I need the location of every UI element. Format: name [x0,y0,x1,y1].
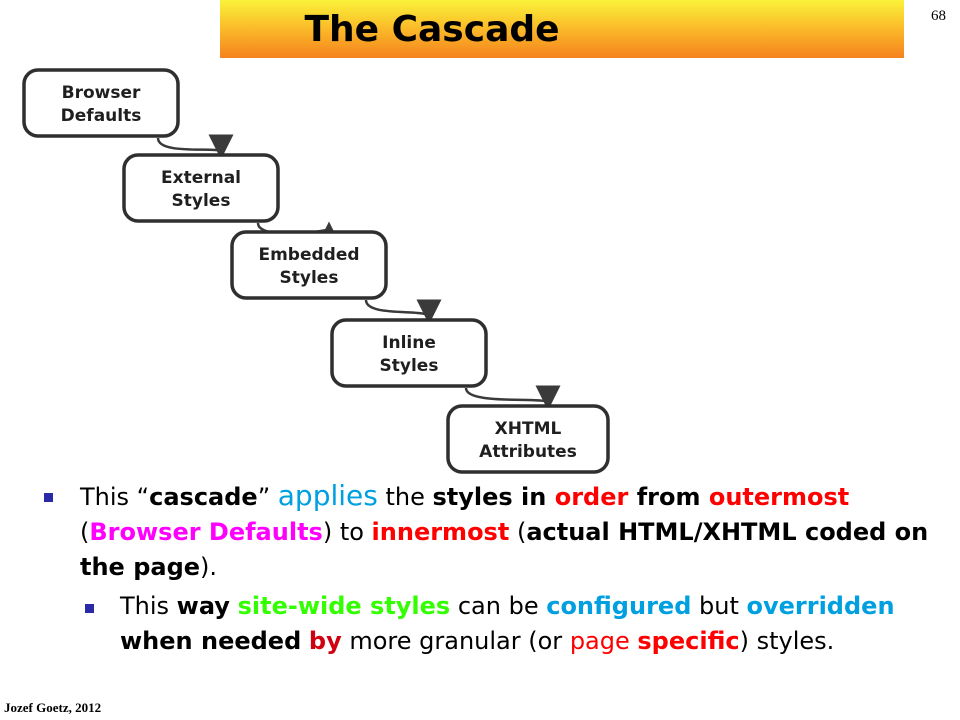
text-segment: styles in [432,483,555,511]
bullet-main-text: This “cascade” applies the styles in ord… [80,479,929,581]
cascade-arrow [364,299,442,325]
cascade-step-label: Defaults [61,106,142,126]
text-segment: more granular (or [341,627,570,655]
cascade-step-label: XHTML [495,419,562,439]
text-segment: outermost [708,483,850,511]
cascade-arrow [156,134,234,160]
bullet-list: This “cascade” applies the styles in ord… [40,478,940,659]
bullet-square-icon [44,493,53,502]
cascade-step-label: External [161,168,241,188]
text-segment: way [176,592,230,620]
text-segment: the [377,483,433,511]
cascade-arrow [464,385,561,411]
text-segment: order [554,483,629,511]
author-credit: Jozef Goetz, 2012 [4,700,102,715]
text-segment: can be [450,592,547,620]
cascade-step-label: Embedded [258,245,359,265]
cascade-step-label: Styles [172,191,231,211]
text-segment: overridden [746,592,895,620]
text-segment: ” [257,483,278,511]
text-segment: configured [546,592,692,620]
cascade-step-label: Styles [280,268,339,288]
cascade-step-label: Inline [382,333,436,353]
text-segment: ). [200,553,218,581]
text-segment [301,627,309,655]
cascade-step-label: Styles [380,356,439,376]
text-segment: when needed [120,627,302,655]
text-segment: innermost [371,518,510,546]
bullet-main: This “cascade” applies the styles in ord… [40,478,940,585]
text-segment: ( [80,518,90,546]
text-segment: cascade [149,483,258,511]
text-segment: This “ [80,483,150,511]
text-segment: by [308,627,342,655]
text-segment [230,592,238,620]
title-bar [220,0,904,58]
cascade-diagram: BrowserDefaultsExternalStylesEmbeddedSty… [22,68,610,474]
text-segment: ) styles. [739,627,835,655]
text-segment: Browser Defaults [89,518,323,546]
text-segment: but [691,592,747,620]
cascade-step-box: XHTML Attributes [446,404,610,474]
text-segment: This [120,592,177,620]
text-segment: actual HTML/XHTML coded on the page [80,518,929,581]
slide-number: 68 [931,8,946,24]
bullet-sub: This way site-wide styles can be configu… [40,589,940,659]
text-segment: applies [277,479,378,512]
text-segment: from [628,483,709,511]
text-segment: specific [637,627,740,655]
text-segment: ( [509,518,527,546]
text-segment: page [569,627,638,655]
bullet-sub-text: This way site-wide styles can be configu… [120,592,895,655]
cascade-step-label: Browser [62,83,141,103]
bullet-square-icon [85,604,94,613]
text-segment: site-wide styles [237,592,451,620]
text-segment: ) to [322,518,372,546]
cascade-step-label: Attributes [479,442,577,462]
slide-title: The Cascade [304,9,560,50]
